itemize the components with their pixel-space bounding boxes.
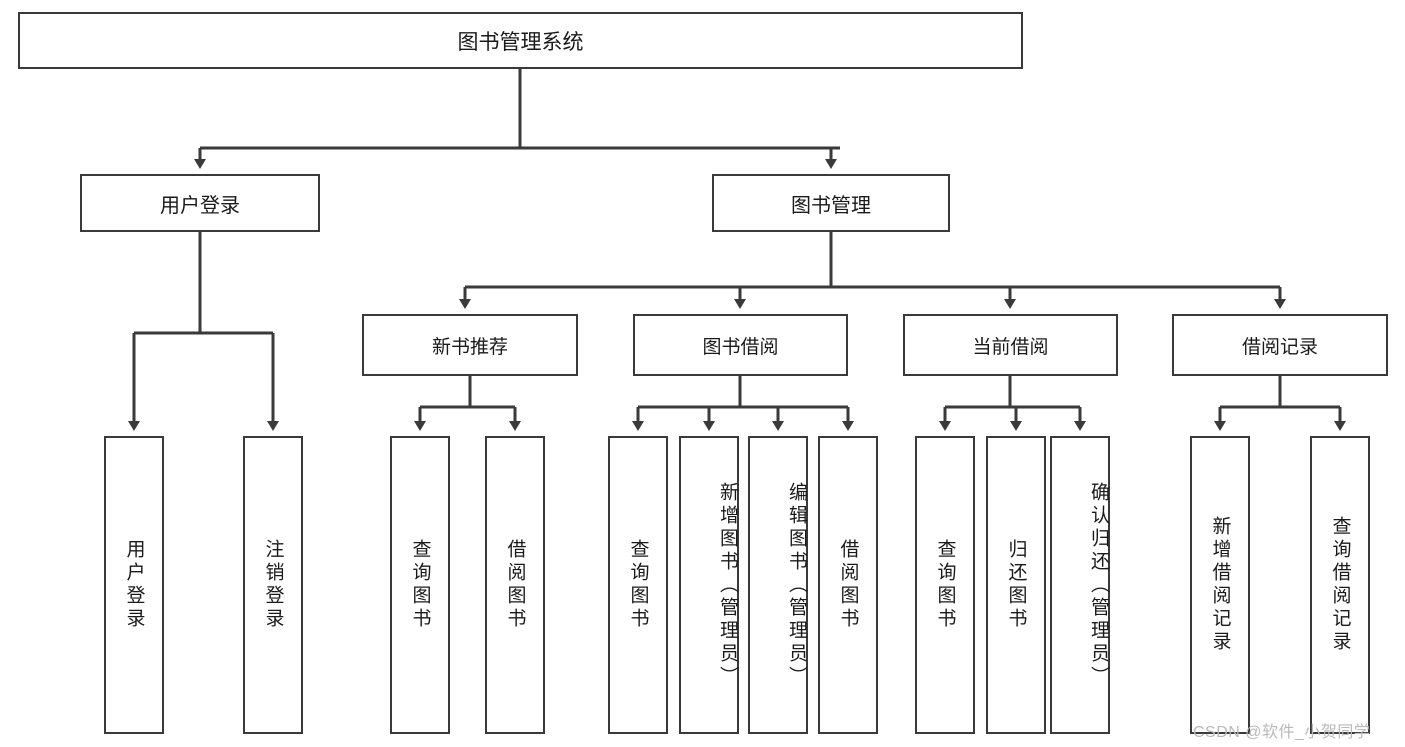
node-user-login[interactable]: 用户登录 xyxy=(80,174,320,232)
leaf-query-book-borrow[interactable]: 查询图书 xyxy=(608,436,668,734)
leaf-edit-book-admin-label: 编辑图书（管理员） xyxy=(786,481,807,689)
node-borrow-record-label: 借阅记录 xyxy=(1241,336,1318,358)
node-current-borrow-label: 当前借阅 xyxy=(972,336,1049,358)
leaf-return-book-label: 归还图书 xyxy=(1005,539,1027,631)
leaf-add-book-admin[interactable]: 新增图书（管理员） xyxy=(679,436,739,734)
csdn-watermark: CSDN @软件_小贺同学 xyxy=(1193,724,1371,741)
node-root-label: 图书管理系统 xyxy=(457,30,584,54)
leaf-return-book[interactable]: 归还图书 xyxy=(986,436,1046,734)
node-book-borrow-label: 图书借阅 xyxy=(702,336,779,358)
leaf-confirm-return-admin[interactable]: 确认归还（管理员） xyxy=(1050,436,1110,734)
leaf-user-login[interactable]: 用户登录 xyxy=(104,436,164,734)
leaf-add-borrow-record-label: 新增借阅记录 xyxy=(1209,516,1231,654)
leaf-confirm-return-admin-label: 确认归还（管理员） xyxy=(1088,481,1109,689)
node-book-management-label: 图书管理 xyxy=(791,194,871,217)
leaf-logout[interactable]: 注销登录 xyxy=(243,436,303,734)
leaf-query-borrow-record[interactable]: 查询借阅记录 xyxy=(1310,436,1370,734)
leaf-borrow-book-label: 借阅图书 xyxy=(837,539,859,631)
node-borrow-record[interactable]: 借阅记录 xyxy=(1172,314,1388,376)
leaf-borrow-book-recommend-label: 借阅图书 xyxy=(504,539,526,631)
leaf-user-login-label: 用户登录 xyxy=(123,539,145,631)
leaf-query-book-current[interactable]: 查询图书 xyxy=(915,436,975,734)
leaf-borrow-book[interactable]: 借阅图书 xyxy=(818,436,878,734)
node-current-borrow[interactable]: 当前借阅 xyxy=(903,314,1118,376)
node-root[interactable]: 图书管理系统 xyxy=(18,12,1023,69)
leaf-query-book-borrow-label: 查询图书 xyxy=(627,539,649,631)
node-new-book-recommend-label: 新书推荐 xyxy=(431,336,508,358)
leaf-logout-label: 注销登录 xyxy=(262,539,284,631)
leaf-query-borrow-record-label: 查询借阅记录 xyxy=(1329,516,1351,654)
node-book-management[interactable]: 图书管理 xyxy=(712,174,950,232)
node-new-book-recommend[interactable]: 新书推荐 xyxy=(362,314,578,376)
leaf-query-book-recommend-label: 查询图书 xyxy=(409,539,431,631)
leaf-query-book-current-label: 查询图书 xyxy=(934,539,956,631)
leaf-add-borrow-record[interactable]: 新增借阅记录 xyxy=(1190,436,1250,734)
leaf-add-book-admin-label: 新增图书（管理员） xyxy=(717,481,738,689)
leaf-query-book-recommend[interactable]: 查询图书 xyxy=(390,436,450,734)
node-user-login-label: 用户登录 xyxy=(160,194,240,217)
leaf-borrow-book-recommend[interactable]: 借阅图书 xyxy=(485,436,545,734)
leaf-edit-book-admin[interactable]: 编辑图书（管理员） xyxy=(748,436,808,734)
node-book-borrow[interactable]: 图书借阅 xyxy=(633,314,848,376)
